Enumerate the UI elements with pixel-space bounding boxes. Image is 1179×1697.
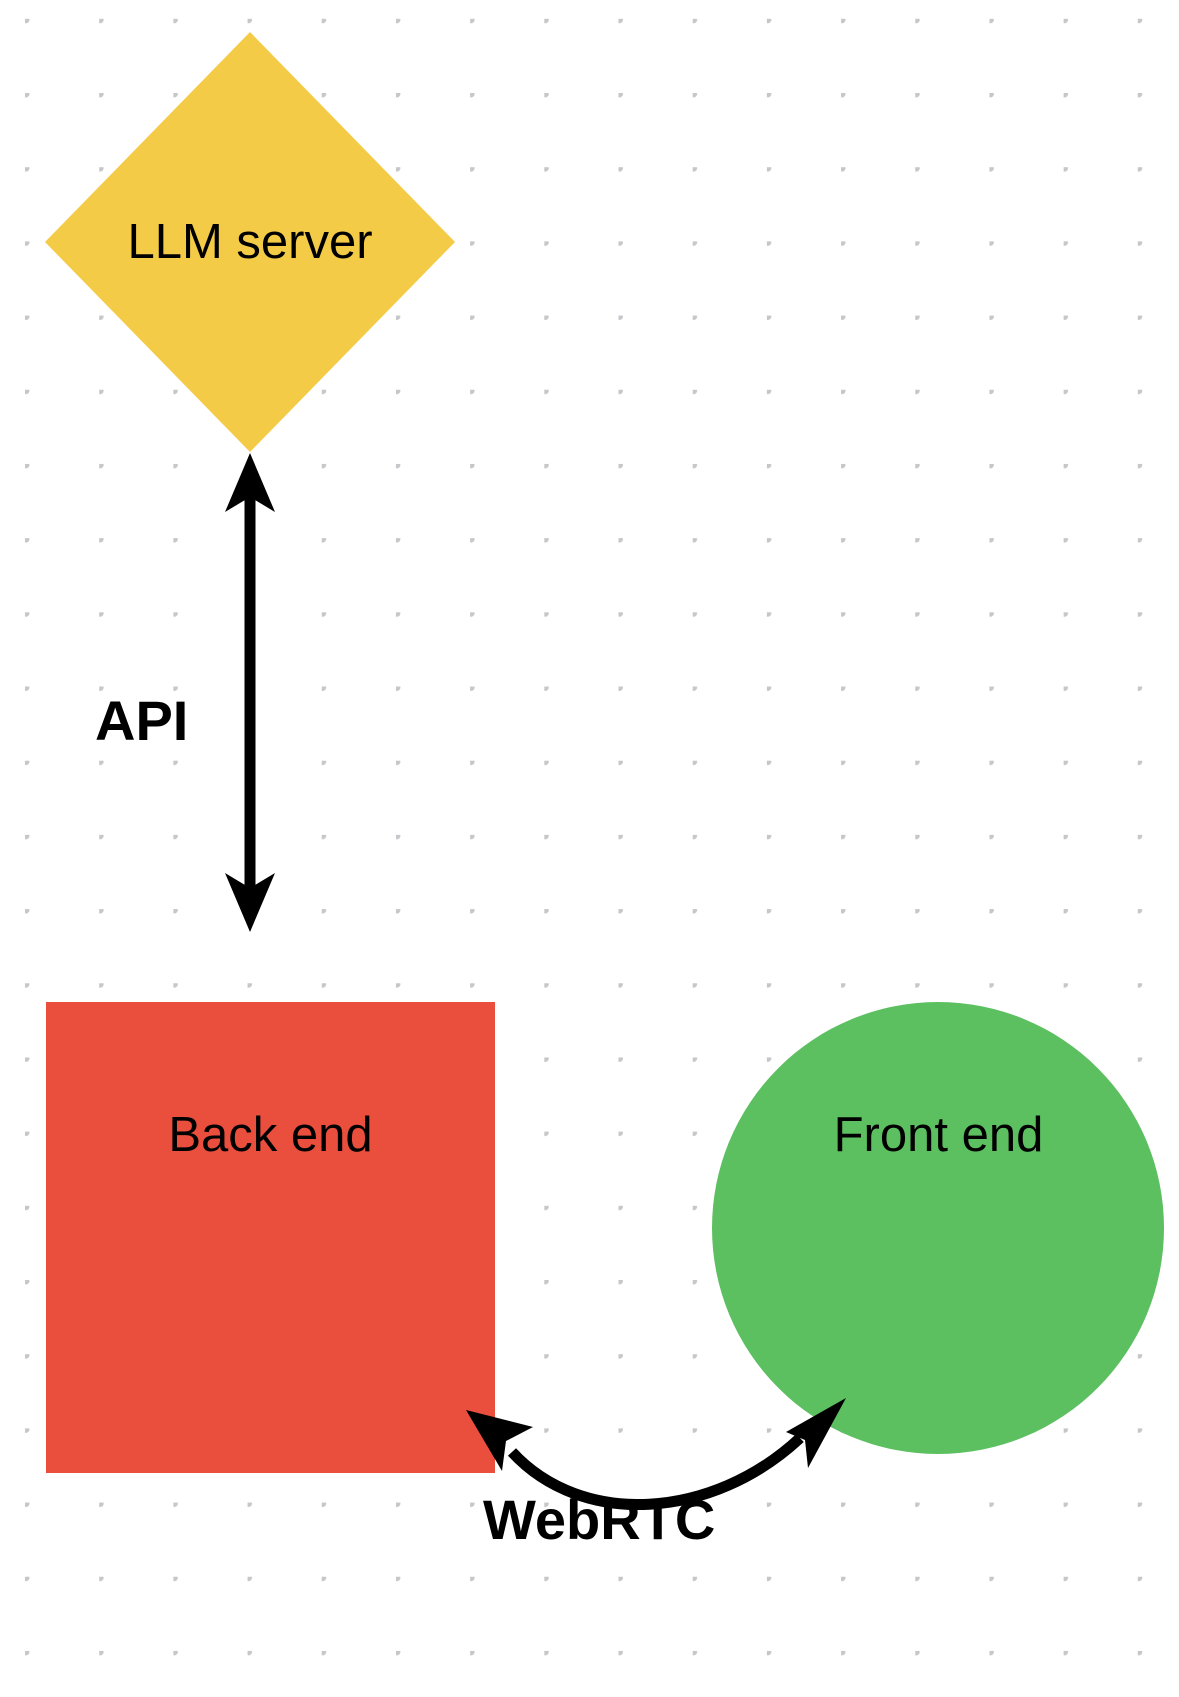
edge-webrtc-label: WebRTC (483, 1488, 716, 1551)
edge-api-label: API (95, 689, 189, 752)
node-llm-server-shape[interactable] (45, 32, 455, 452)
node-back-end-shape[interactable] (46, 1002, 495, 1473)
node-back-end-label: Back end (168, 1108, 373, 1162)
node-front-end-label: Front end (833, 1108, 1044, 1162)
node-llm-server-label: LLM server (127, 215, 373, 269)
edge-api-arrow[interactable] (225, 453, 275, 932)
node-front-end-shape[interactable] (712, 1002, 1164, 1454)
